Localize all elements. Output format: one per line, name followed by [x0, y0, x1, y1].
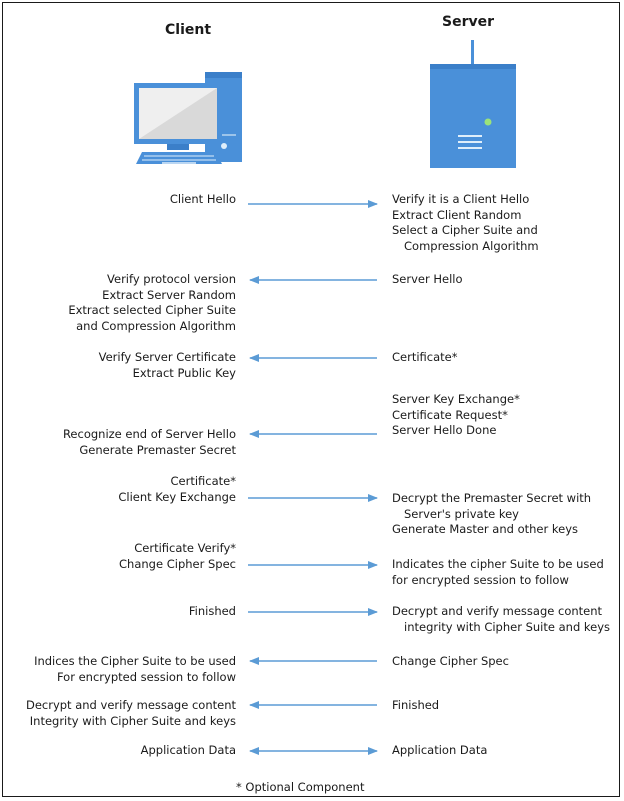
step-7-client-text: Finished [188, 604, 236, 618]
step-1-client-text: Client Hello [169, 192, 236, 206]
step-10-client-text: Application Data [140, 743, 236, 757]
step-10-server-text: Application Data [392, 743, 488, 757]
step-7-server-text: Decrypt and verify message content integ… [392, 604, 611, 634]
step-6-client-text: Certificate Verify* Change Cipher Spec [119, 541, 236, 571]
step-2-client-text: Verify protocol version Extract Server R… [68, 272, 236, 333]
step-1-server-text: Verify it is a Client Hello Extract Clie… [392, 192, 539, 253]
step-4-server-text: Server Key Exchange* Certificate Request… [392, 392, 520, 437]
step-6-server-text: Indicates the cipher Suite to be used fo… [392, 557, 604, 587]
step-5-server-text: Decrypt the Premaster Secret with Server… [392, 491, 592, 536]
step-9-client-text: Decrypt and verify message content Integ… [25, 698, 236, 728]
footnote: * Optional Component [236, 780, 365, 794]
client-title: Client [165, 22, 212, 38]
step-3-client-text: Verify Server Certificate Extract Public… [98, 350, 236, 380]
step-2-server-text: Server Hello [392, 272, 463, 286]
server-title: Server [442, 14, 495, 30]
step-9-server-text: Finished [392, 698, 440, 712]
step-4-client-text: Recognize end of Server Hello Generate P… [62, 427, 236, 457]
step-8-server-text: Change Cipher Spec [392, 654, 509, 668]
client-computer-icon [134, 72, 242, 164]
step-5-client-text: Certificate* Client Key Exchange [118, 474, 236, 504]
step-3-server-text: Certificate* [392, 350, 458, 364]
step-8-client-text: Indices the Cipher Suite to be used For … [34, 654, 236, 684]
server-tower-icon [430, 40, 516, 168]
